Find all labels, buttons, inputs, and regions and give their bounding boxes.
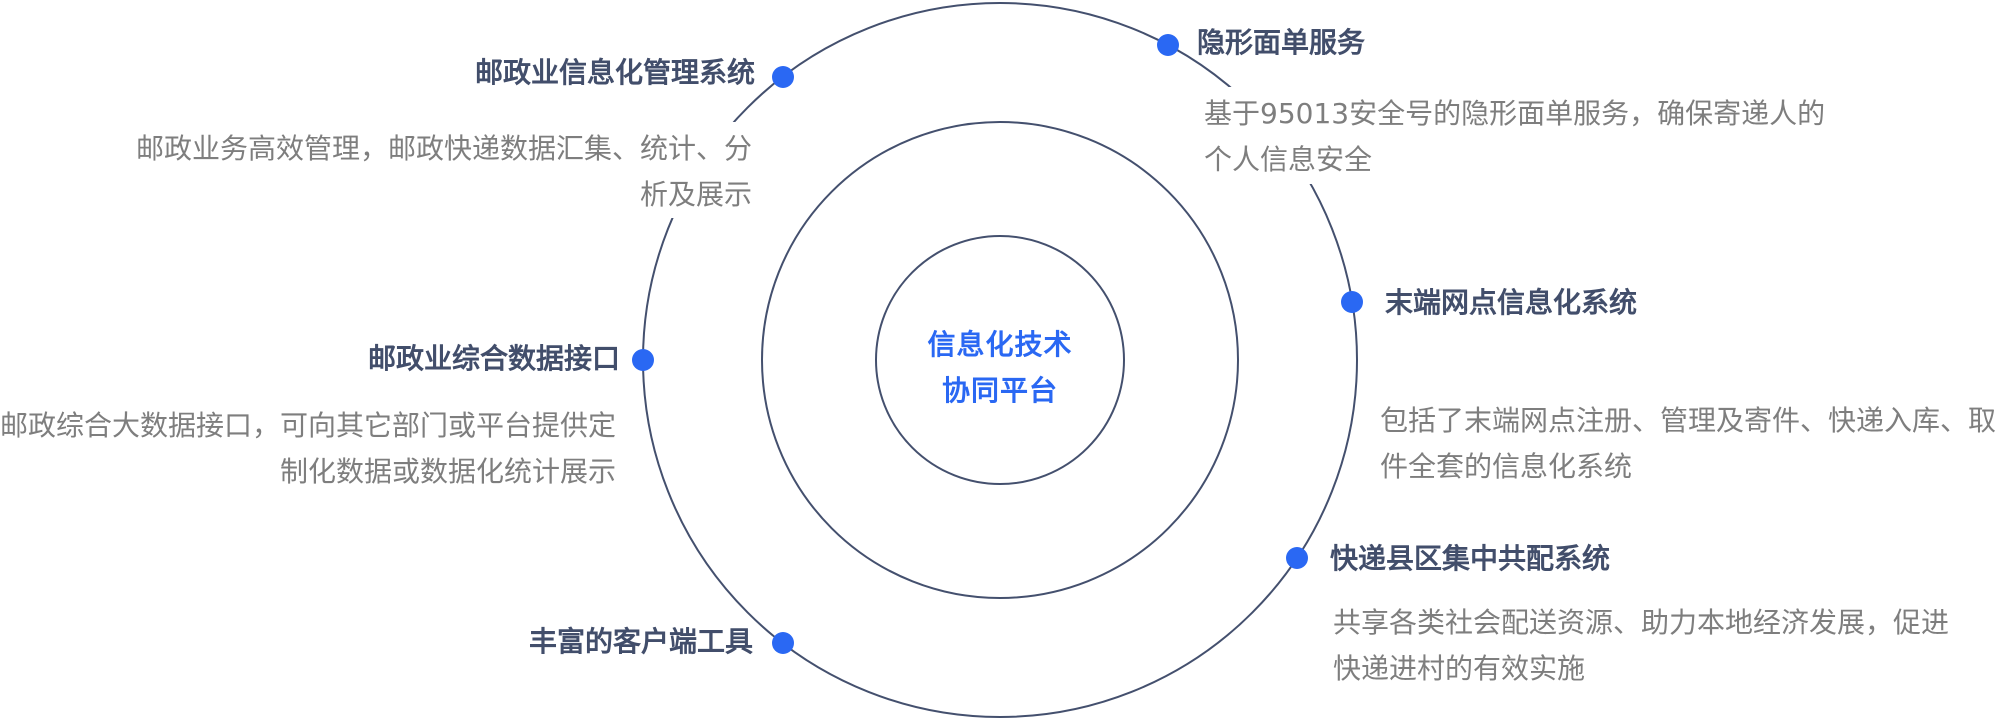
node-label-terminal-outlet-info-system: 末端网点信息化系统 — [1385, 286, 1638, 319]
desc-line: 邮政业务高效管理，邮政快递数据汇集、统计、分 — [136, 132, 753, 165]
orbit-circle-middle — [761, 121, 1239, 599]
node-label-county-district-co-delivery-system: 快递县区集中共配系统 — [1330, 542, 1611, 575]
desc-line: 制化数据或数据化统计展示 — [279, 455, 616, 488]
desc-line: 个人信息安全 — [1204, 143, 1373, 176]
desc-line: 邮政综合大数据接口，可向其它部门或平台提供定 — [0, 409, 616, 442]
center-platform-label: 信息化技术 协同平台 — [850, 322, 1150, 414]
desc-line: 共享各类社会配送资源、助力本地经济发展，促进 — [1333, 606, 1950, 639]
desc-invisible-waybill-service: 基于95013安全号的隐形面单服务，确保寄递人的 个人信息安全 — [1196, 87, 1826, 184]
desc-line: 件全套的信息化系统 — [1380, 450, 1633, 483]
node-dot-terminal-outlet-info-system — [1341, 291, 1363, 313]
center-label-line1: 信息化技术 — [927, 328, 1073, 361]
node-dot-postal-industry-info-management-system — [772, 66, 794, 88]
center-label-line2: 协同平台 — [941, 374, 1058, 407]
orbit-circle-inner — [875, 235, 1125, 485]
desc-terminal-outlet-info-system: 包括了末端网点注册、管理及寄件、快递入库、取 件全套的信息化系统 — [1380, 398, 1996, 490]
desc-line: 基于95013安全号的隐形面单服务，确保寄递人的 — [1204, 97, 1826, 130]
node-label-postal-comprehensive-data-interface: 邮政业综合数据接口 — [367, 342, 620, 375]
node-label-rich-client-tools: 丰富的客户端工具 — [528, 625, 753, 658]
node-dot-county-district-co-delivery-system — [1286, 547, 1308, 569]
desc-county-district-co-delivery-system: 共享各类社会配送资源、助力本地经济发展，促进 快递进村的有效实施 — [1333, 600, 1949, 692]
node-label-invisible-waybill-service: 隐形面单服务 — [1197, 26, 1366, 59]
node-dot-invisible-waybill-service — [1157, 34, 1179, 56]
desc-postal-comprehensive-data-interface: 邮政综合大数据接口，可向其它部门或平台提供定 制化数据或数据化统计展示 — [0, 403, 616, 495]
desc-line: 包括了末端网点注册、管理及寄件、快递入库、取 — [1380, 404, 1997, 437]
node-dot-rich-client-tools — [772, 632, 794, 654]
desc-line: 快递进村的有效实施 — [1333, 652, 1586, 685]
desc-postal-industry-info-management-system: 邮政业务高效管理，邮政快递数据汇集、统计、分 析及展示 — [128, 122, 760, 218]
desc-line: 析及展示 — [639, 178, 752, 211]
node-label-postal-industry-info-management-system: 邮政业信息化管理系统 — [474, 56, 755, 89]
node-dot-postal-comprehensive-data-interface — [632, 349, 654, 371]
